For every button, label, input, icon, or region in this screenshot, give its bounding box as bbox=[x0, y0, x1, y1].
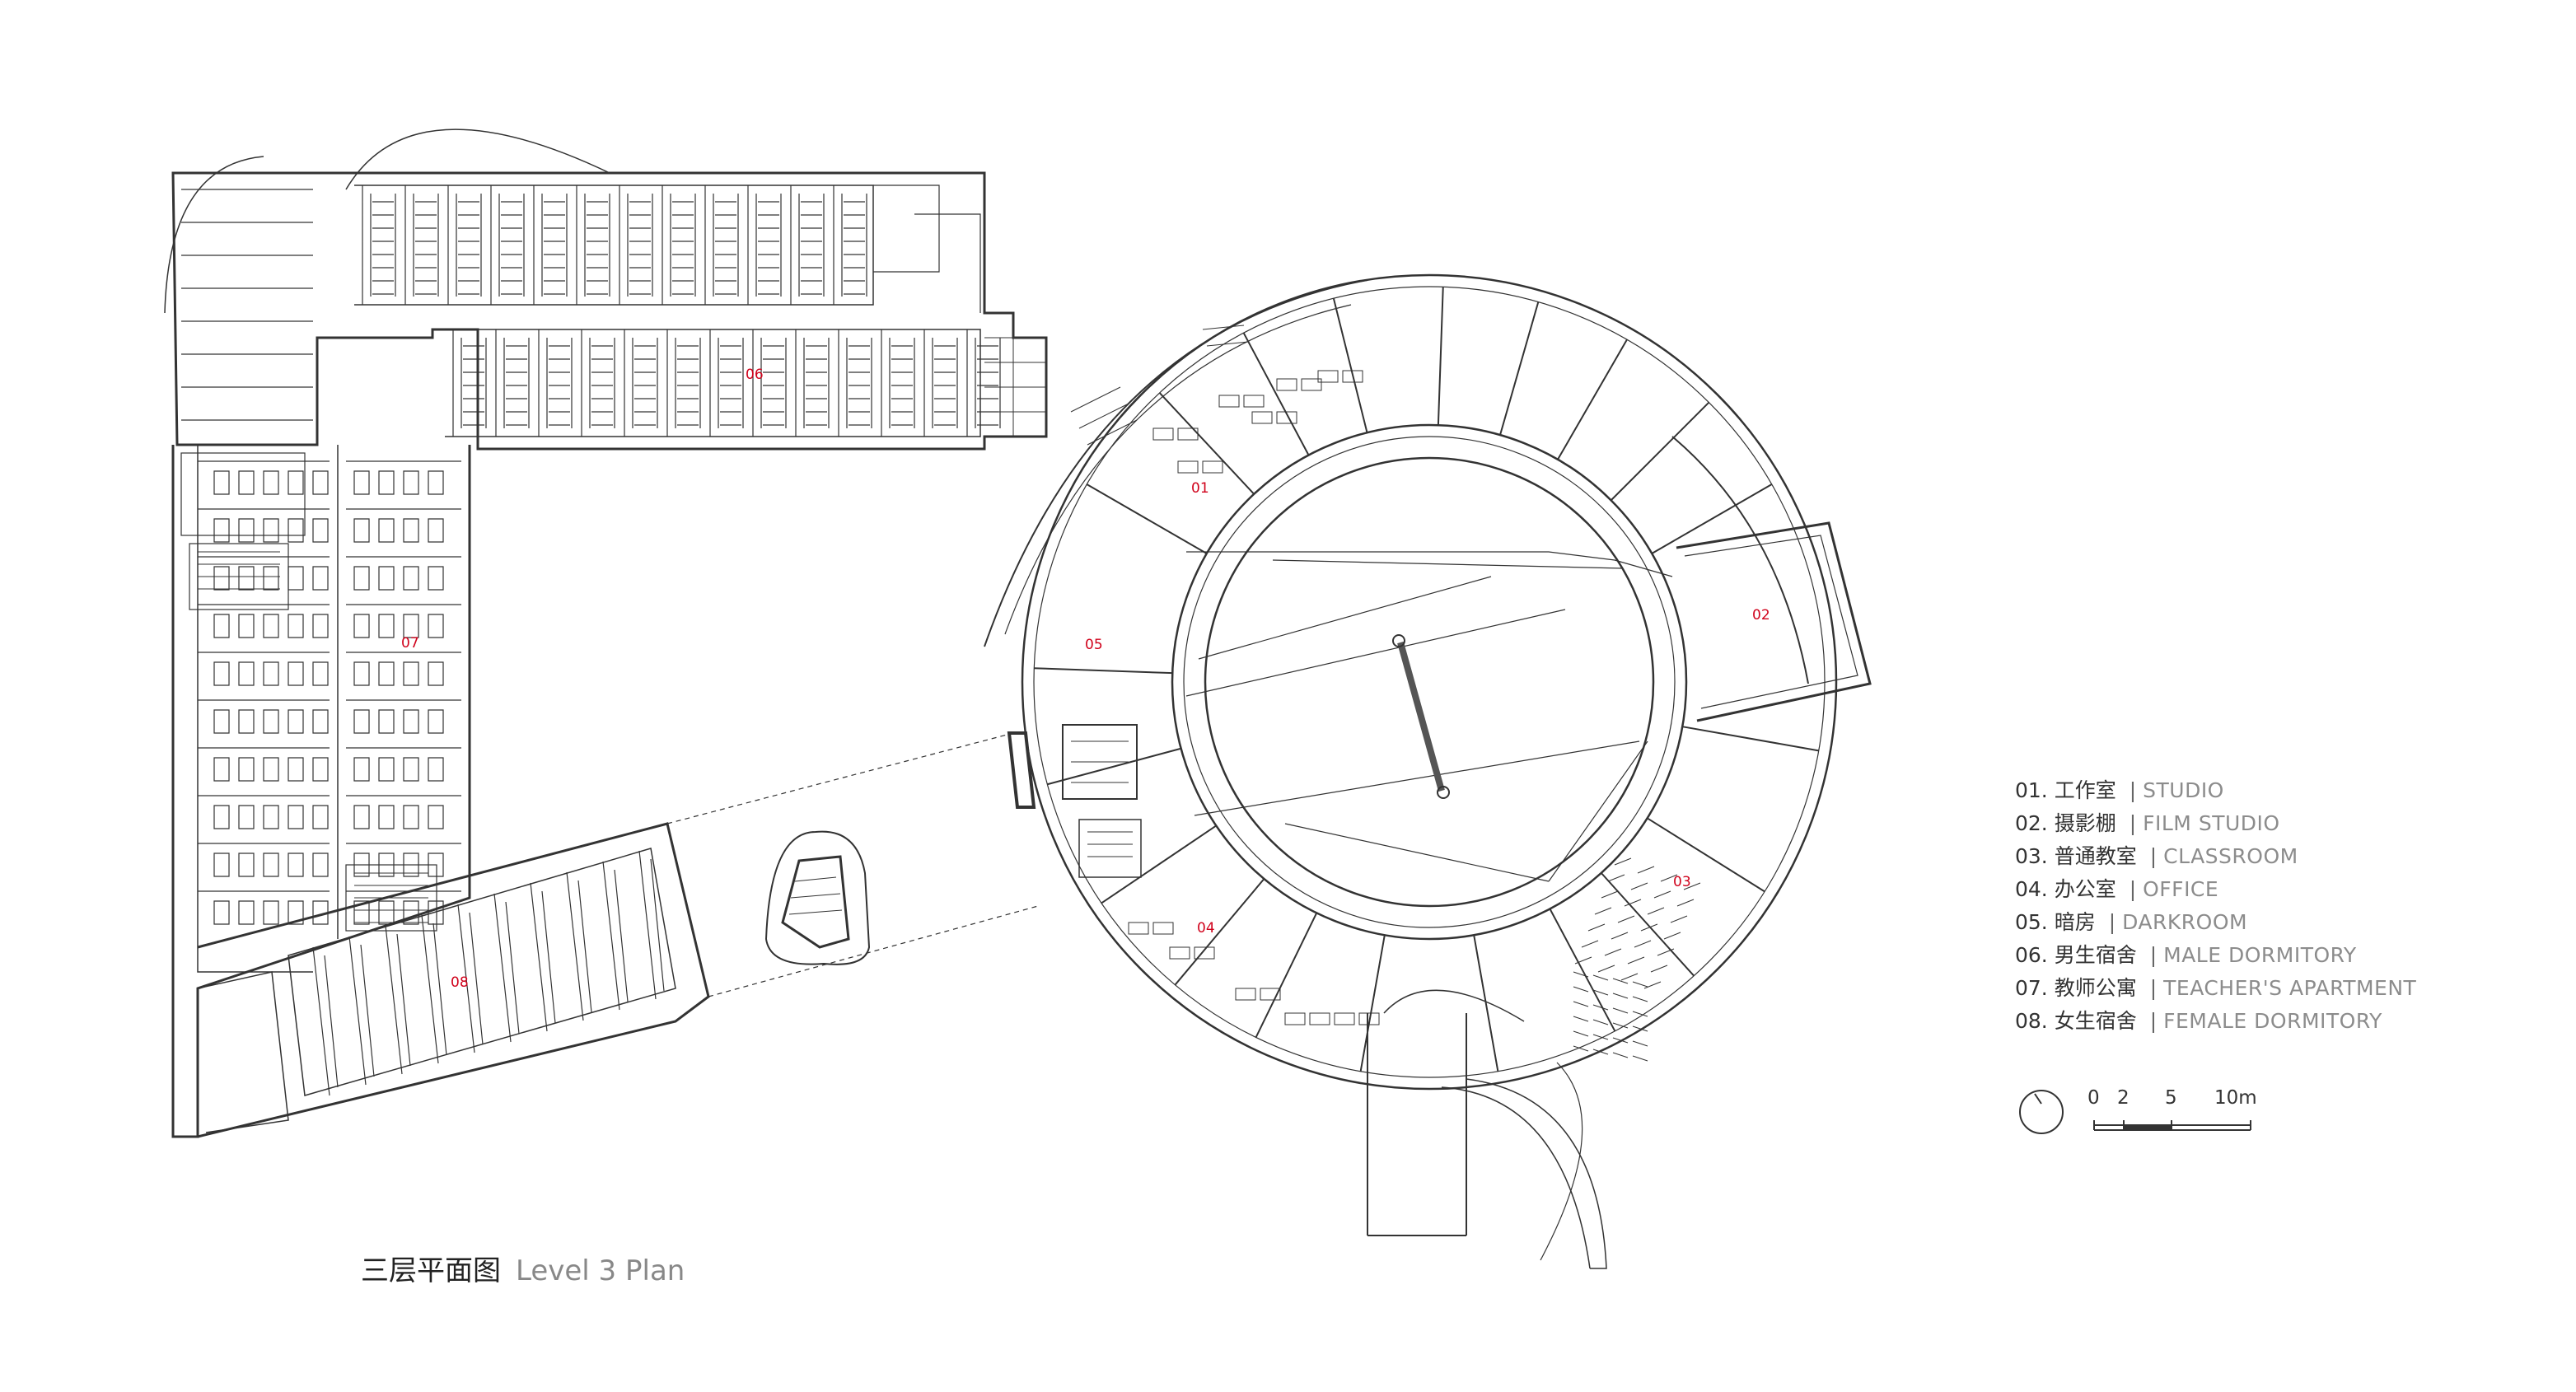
legend-item: 01. 工作室 |STUDIO bbox=[2015, 774, 2526, 807]
legend-chinese: 工作室 bbox=[2054, 778, 2116, 802]
scale-tick-label: 2 bbox=[2117, 1087, 2130, 1109]
room-label-02: 02 bbox=[1752, 607, 1770, 624]
stair-tower bbox=[764, 830, 871, 965]
legend-english: DARKROOM bbox=[2122, 910, 2248, 934]
scale-tick-label: 10m bbox=[2214, 1087, 2257, 1109]
legend-separator: | bbox=[2129, 877, 2137, 901]
circular-building bbox=[984, 273, 1872, 1269]
north-wing bbox=[164, 128, 1048, 451]
legend-chinese: 女生宿舍 bbox=[2054, 1009, 2137, 1033]
legend-chinese: 教师公寓 bbox=[2054, 976, 2137, 1000]
legend-chinese: 办公室 bbox=[2054, 877, 2116, 901]
legend-number: 02. bbox=[2015, 811, 2048, 835]
legend-item: 05. 暗房 |DARKROOM bbox=[2015, 906, 2526, 939]
legend-english: MALE DORMITORY bbox=[2163, 943, 2357, 967]
scale-tick-label: 0 bbox=[2087, 1087, 2100, 1109]
legend-separator: | bbox=[2108, 910, 2116, 934]
legend-number: 03. bbox=[2015, 844, 2048, 868]
room-label-05: 05 bbox=[1085, 637, 1103, 653]
legend-number: 06. bbox=[2015, 943, 2048, 967]
drawing-title: 三层平面图 Level 3 Plan bbox=[361, 1248, 685, 1288]
room-label-07: 07 bbox=[401, 635, 419, 652]
legend-number: 04. bbox=[2015, 877, 2048, 901]
legend-item: 06. 男生宿舍 |MALE DORMITORY bbox=[2015, 939, 2526, 972]
legend-number: 07. bbox=[2015, 976, 2048, 1000]
legend-separator: | bbox=[2149, 943, 2158, 967]
legend-chinese: 普通教室 bbox=[2054, 844, 2137, 868]
legend-english: CLASSROOM bbox=[2163, 844, 2298, 868]
legend-separator: | bbox=[2149, 976, 2158, 1000]
legend-item: 07. 教师公寓 |TEACHER'S APARTMENT bbox=[2015, 972, 2526, 1005]
legend-item: 02. 摄影棚 |FILM STUDIO bbox=[2015, 807, 2526, 840]
legend-chinese: 男生宿舍 bbox=[2054, 943, 2137, 967]
legend-item: 08. 女生宿舍 |FEMALE DORMITORY bbox=[2015, 1005, 2526, 1038]
legend-number: 01. bbox=[2015, 778, 2048, 802]
title-english: Level 3 Plan bbox=[516, 1254, 685, 1287]
title-chinese: 三层平面图 bbox=[361, 1254, 501, 1287]
legend-number: 08. bbox=[2015, 1009, 2048, 1033]
bridge bbox=[666, 732, 1039, 997]
west-wing bbox=[171, 445, 471, 1138]
legend-english: FILM STUDIO bbox=[2143, 811, 2280, 835]
room-label-04: 04 bbox=[1197, 920, 1215, 937]
legend: 01. 工作室 |STUDIO 02. 摄影棚 |FILM STUDIO 03.… bbox=[2015, 774, 2526, 1038]
legend-item: 04. 办公室 |OFFICE bbox=[2015, 873, 2526, 906]
room-labels: 06 07 08 01 02 03 04 05 bbox=[401, 367, 1770, 991]
legend-english: OFFICE bbox=[2143, 877, 2219, 901]
room-label-01: 01 bbox=[1191, 480, 1209, 497]
scale-tick-label: 5 bbox=[2165, 1087, 2177, 1109]
legend-separator: | bbox=[2149, 844, 2158, 868]
legend-separator: | bbox=[2149, 1009, 2158, 1033]
southwest-wing bbox=[173, 822, 710, 1138]
room-label-08: 08 bbox=[451, 974, 469, 991]
legend-separator: | bbox=[2129, 811, 2137, 835]
legend-separator: | bbox=[2129, 778, 2137, 802]
legend-english: STUDIO bbox=[2143, 778, 2224, 802]
legend-chinese: 暗房 bbox=[2054, 910, 2096, 934]
legend-english: FEMALE DORMITORY bbox=[2163, 1009, 2382, 1033]
legend-english: TEACHER'S APARTMENT bbox=[2163, 976, 2417, 1000]
north-arrow-icon bbox=[2019, 1090, 2064, 1134]
legend-item: 03. 普通教室 |CLASSROOM bbox=[2015, 840, 2526, 873]
dorm-cells-north bbox=[362, 185, 1001, 437]
legend-number: 05. bbox=[2015, 910, 2048, 934]
room-label-03: 03 bbox=[1673, 874, 1691, 890]
legend-chinese: 摄影棚 bbox=[2054, 811, 2116, 835]
scale-bar bbox=[2093, 1120, 2251, 1131]
room-label-06: 06 bbox=[746, 367, 764, 383]
